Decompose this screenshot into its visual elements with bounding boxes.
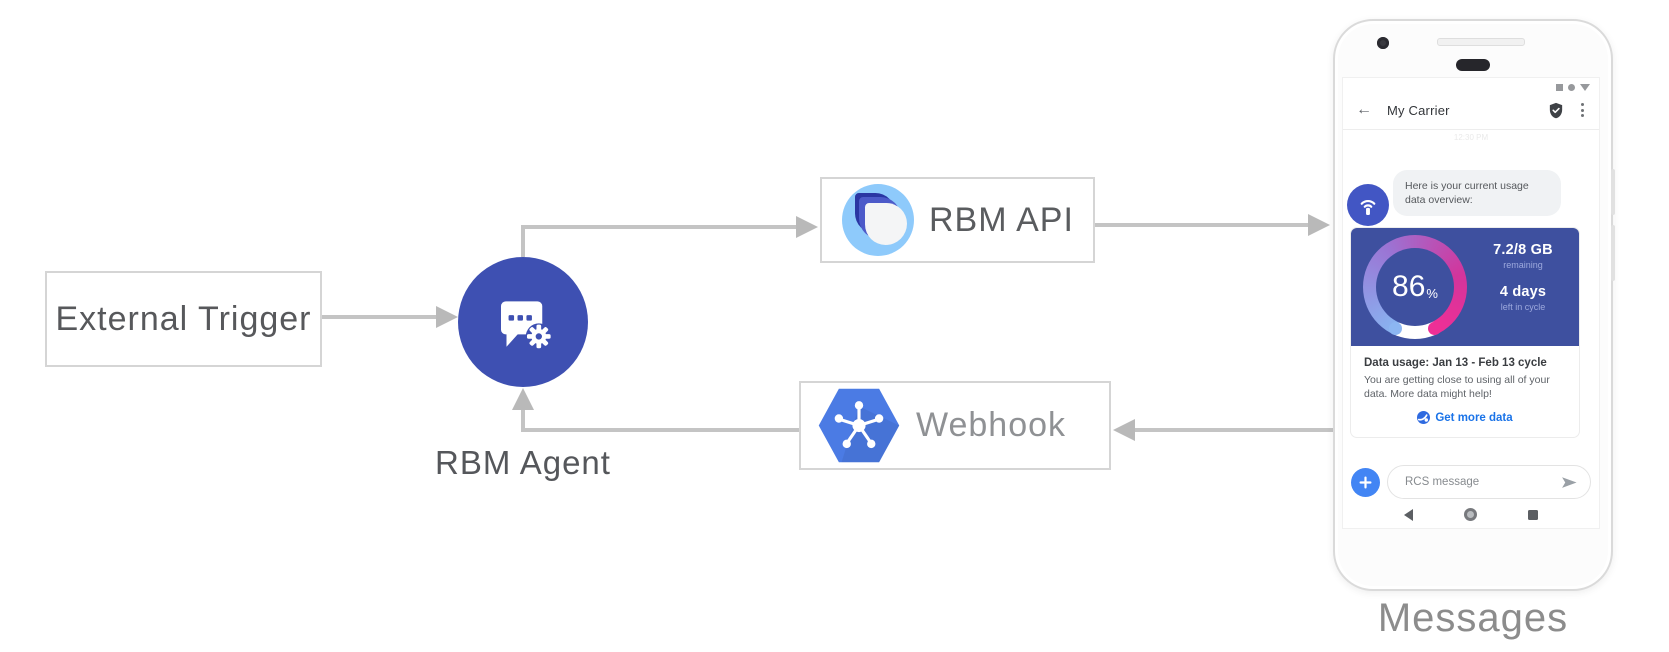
chat-bubble: Here is your current usage data overview…: [1393, 170, 1561, 216]
gauge-percent-unit: %: [1426, 285, 1438, 301]
conversation-title: My Carrier: [1387, 102, 1450, 118]
android-nav-bar: [1343, 508, 1599, 521]
volume-button: [1611, 225, 1615, 281]
gauge-percent: 86: [1392, 270, 1426, 303]
message-timestamp: 12:30 PM: [1453, 133, 1489, 142]
shield-check-icon: [1549, 102, 1563, 118]
messages-caption: Messages: [1377, 596, 1569, 640]
rbm-teardrops-icon: [842, 184, 914, 256]
message-input[interactable]: [1403, 475, 1561, 489]
home-circle-icon[interactable]: [1464, 508, 1477, 521]
node-rbm-agent: [458, 257, 588, 387]
arrow-left-icon[interactable]: [1356, 102, 1372, 118]
recents-square-icon[interactable]: [1528, 509, 1538, 520]
get-more-data-label: Get more data: [1435, 411, 1513, 424]
usage-gauge: 86 %: [1363, 235, 1467, 339]
chat-bubble-gear-icon: [501, 301, 552, 350]
usage-card: 86 % 7.2/8 GB remaining 4 days left in c…: [1351, 228, 1579, 437]
send-arrow-icon[interactable]: [1561, 476, 1578, 489]
status-triangle-icon: [1580, 84, 1590, 91]
power-button: [1611, 169, 1615, 215]
app-bar: My Carrier: [1343, 92, 1599, 128]
node-external-trigger: External Trigger: [45, 271, 322, 367]
hexagon-hub-icon: [818, 388, 900, 463]
external-trigger-label: External Trigger: [55, 299, 312, 338]
usage-stats: 7.2/8 GB remaining 4 days left in cycle: [1473, 242, 1573, 312]
usage-card-hero: 86 % 7.2/8 GB remaining 4 days left in c…: [1351, 228, 1579, 346]
webhook-label: Webhook: [916, 406, 1067, 444]
earpiece: [1456, 59, 1490, 71]
hotspot-icon: [1360, 200, 1376, 215]
globe-icon: [1417, 411, 1431, 424]
phone-screen: My Carrier 12:30 PM Here is your current…: [1342, 77, 1600, 529]
plus-icon: [1359, 476, 1372, 488]
status-bar: [1556, 84, 1590, 91]
node-rbm-api: RBM API: [820, 177, 1095, 263]
front-camera-icon: [1377, 37, 1389, 49]
usage-card-title: Data usage: Jan 13 - Feb 13 cycle: [1364, 357, 1547, 369]
message-composer: [1351, 464, 1591, 500]
add-attachment-button[interactable]: [1351, 467, 1380, 497]
agent-avatar: [1347, 184, 1389, 226]
days-left-value: 4 days: [1499, 284, 1547, 300]
vertical-dots-icon[interactable]: [1579, 101, 1586, 119]
app-bar-divider: [1343, 129, 1599, 130]
usage-card-body: You are getting close to using all of yo…: [1364, 374, 1550, 400]
status-circle-icon: [1568, 84, 1575, 91]
days-left-label: left in cycle: [1500, 302, 1546, 312]
rbm-agent-label: RBM Agent: [435, 444, 611, 481]
speaker-slot: [1437, 38, 1525, 46]
get-more-data-link[interactable]: Get more data: [1364, 411, 1566, 424]
phone-mockup: My Carrier 12:30 PM Here is your current…: [1333, 19, 1615, 591]
message-input-pill: [1387, 465, 1591, 499]
node-webhook: Webhook: [799, 381, 1111, 470]
data-remaining-value: 7.2/8 GB: [1493, 242, 1553, 258]
usage-card-details: Data usage: Jan 13 - Feb 13 cycle You ar…: [1351, 346, 1579, 437]
status-square-icon: [1556, 84, 1563, 91]
back-triangle-icon[interactable]: [1404, 508, 1413, 521]
data-remaining-label: remaining: [1503, 260, 1543, 270]
rbm-api-label: RBM API: [929, 200, 1074, 239]
